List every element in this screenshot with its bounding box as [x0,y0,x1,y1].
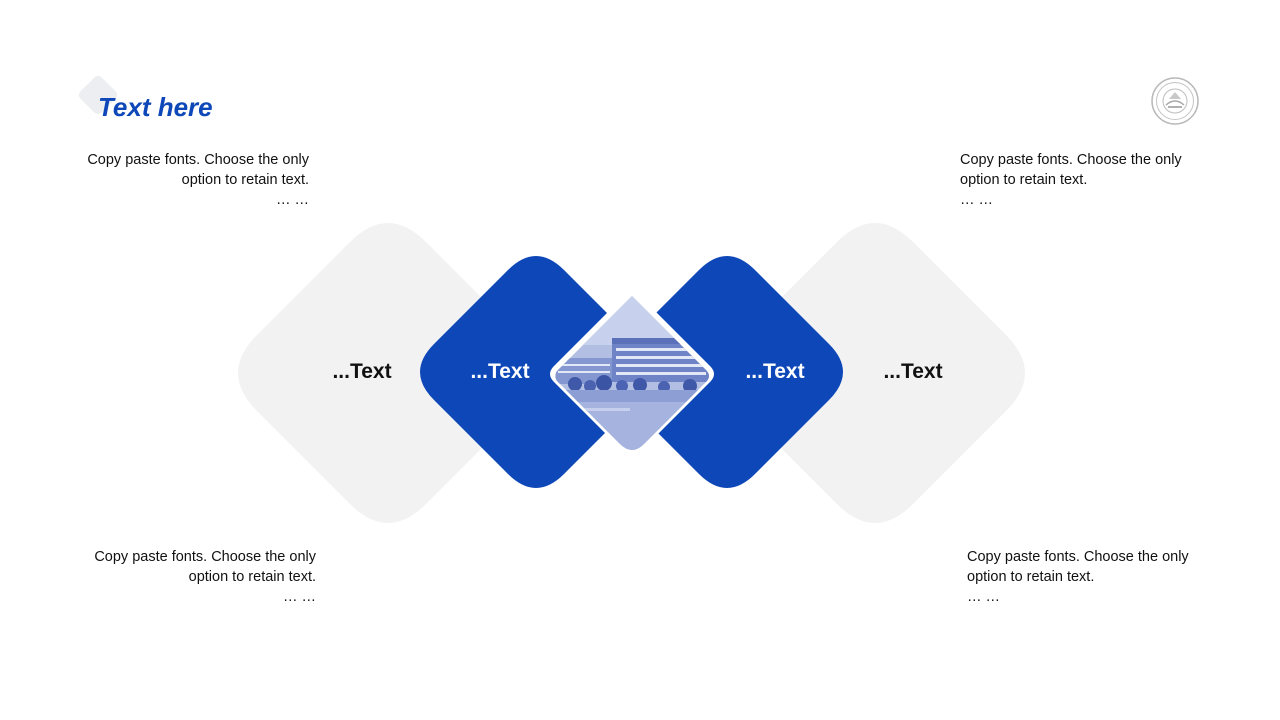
note-ellipsis: … … [960,192,994,208]
note-ellipsis: … … [282,589,316,605]
note-line: option to retain text. [960,172,1088,188]
note-line: Copy paste fonts. Choose the only [967,549,1189,565]
note-line: Copy paste fonts. Choose the only [960,152,1182,168]
diagram-label-4: ...Text [883,360,943,383]
note-line: Copy paste fonts. Choose the only [94,549,316,565]
diamond-shape-inner-right [611,256,843,488]
diamond-shape-outer-left [238,223,538,523]
diagram-label-3: ...Text [745,360,805,383]
note-line: option to retain text. [188,569,316,585]
diagram-label-1: ...Text [332,360,392,383]
diamond-shape-outer-right [725,223,1025,523]
note-top-right: Copy paste fonts. Choose the only option… [960,150,1200,210]
note-line: option to retain text. [967,569,1095,585]
university-seal-icon [1151,77,1199,125]
diamond-shape-inner-left [420,256,652,488]
page-title: Text here [98,92,213,122]
note-bottom-left: Copy paste fonts. Choose the only option… [76,547,316,607]
note-line: Copy paste fonts. Choose the only [87,152,309,168]
note-ellipsis: … … [967,589,1001,605]
note-bottom-right: Copy paste fonts. Choose the only option… [967,547,1207,607]
note-ellipsis: … … [275,192,309,208]
note-line: option to retain text. [181,172,309,188]
note-top-left: Copy paste fonts. Choose the only option… [69,150,309,210]
diagram-label-2: ...Text [470,360,530,383]
